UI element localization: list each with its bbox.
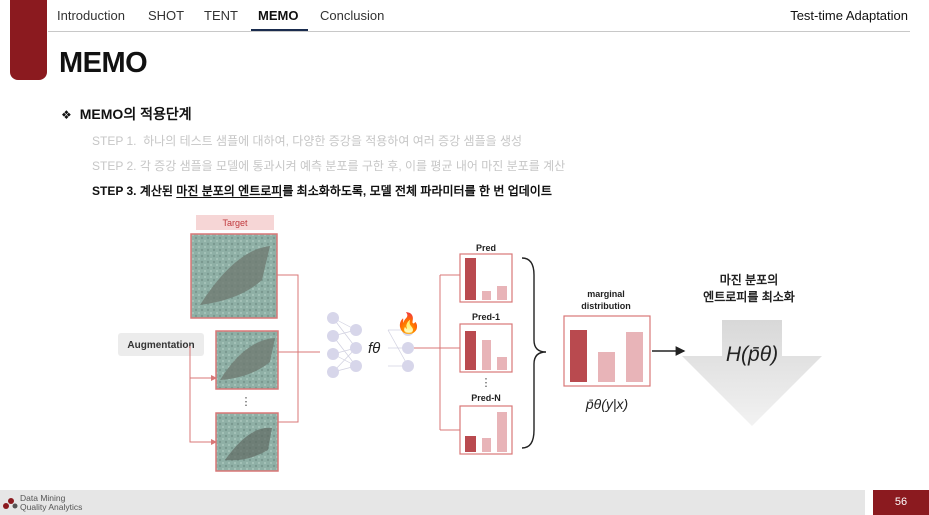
pred-bar-1 [465, 258, 476, 300]
marginal-bar-2 [598, 352, 615, 382]
fire-icon: 🔥 [396, 311, 421, 335]
right-brace [522, 258, 546, 448]
result-line1: 마진 분포의 [720, 272, 779, 287]
pred-n-bar-2 [482, 438, 491, 452]
footer-bar [0, 490, 865, 515]
images-ellipsis: ⋮ [241, 396, 252, 408]
model-label: fθ [368, 340, 380, 357]
footer-logo-text: Data Mining Quality Analytics [20, 494, 82, 512]
logo-line2: Quality Analytics [20, 503, 82, 512]
pred-label: Pred [476, 243, 496, 253]
logo-icon [2, 496, 18, 510]
pred-1-bar-1 [465, 331, 476, 370]
entropy-formula: H(p̄θ) [726, 343, 778, 366]
preds-ellipsis: ⋮ [481, 377, 492, 389]
down-arrow-icon [682, 320, 822, 426]
pred-1-label: Pred-1 [472, 312, 500, 322]
marginal-label-line1: marginal [587, 289, 625, 299]
marginal-bar-1 [570, 330, 587, 382]
augmentation-label: Augmentation [127, 340, 194, 351]
pred-1-bar-3 [497, 357, 507, 370]
marginal-bar-3 [626, 332, 643, 382]
pred-1-bar-2 [482, 340, 491, 370]
page-number: 56 [873, 490, 929, 515]
pred-n-label: Pred-N [471, 393, 501, 403]
pred-n-bar-3 [497, 412, 507, 452]
marginal-label-line2: distribution [581, 301, 631, 311]
target-label: Target [222, 218, 248, 228]
result-line2: 엔트로피를 최소화 [703, 289, 795, 304]
marginal-formula: p̄θ(y|x) [585, 396, 628, 412]
pred-n-bar-1 [465, 436, 476, 452]
pred-bar-2 [482, 291, 491, 300]
pred-bar-3 [497, 286, 507, 300]
